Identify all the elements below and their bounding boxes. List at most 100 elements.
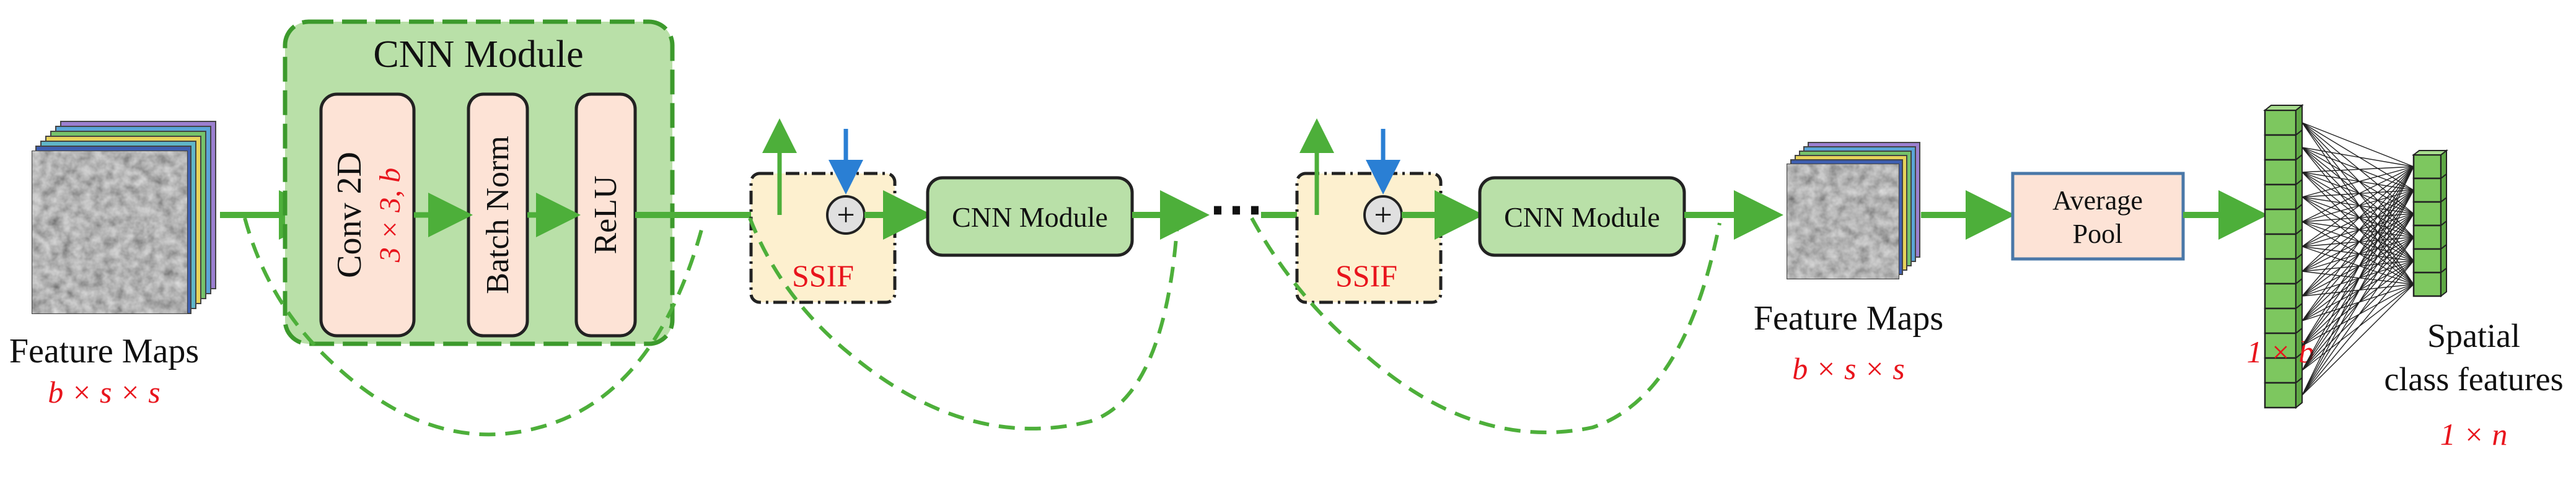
average-pool-line1: Average	[2052, 185, 2143, 216]
cnn-module-block-1-label: CNN Module	[952, 201, 1108, 233]
feature-map-stack-image	[32, 121, 216, 314]
vector-1xb-cells	[2263, 103, 2304, 409]
vector-1xn-cell	[2412, 271, 2442, 297]
fc-connection-line	[2301, 221, 2414, 261]
fc-connection-line	[2301, 166, 2414, 272]
fc-connection-line	[2301, 284, 2414, 322]
cnn-module-block-2-label: CNN Module	[1504, 201, 1660, 233]
output-maps-dims: b × s × s	[1792, 351, 1904, 386]
vector-1xn-cells	[2412, 149, 2448, 298]
skip-connection-1	[243, 217, 705, 437]
cnn-module-expanded: CNN Module Conv 2D 3 × 3, b Batch Norm R…	[283, 19, 675, 346]
vector-1xb-cell	[2264, 282, 2297, 310]
vector-1xb-cell	[2264, 382, 2297, 409]
vector-1xb-cell	[2264, 109, 2297, 136]
spatial-class-features-line1: Spatial	[2427, 317, 2520, 354]
fc-connection-line	[2301, 166, 2414, 173]
fc-connection-line	[2301, 166, 2414, 247]
fc-connection-line	[2301, 213, 2414, 247]
fc-connection-line	[2301, 213, 2414, 222]
conv2d-param: 3 × 3, b	[374, 168, 407, 263]
fc-connection-line	[2301, 147, 2414, 261]
vector-1xn-cell	[2412, 154, 2442, 180]
vector-1xb-cell	[2264, 258, 2297, 285]
vector-1xb-cell	[2264, 357, 2297, 384]
fc-connection-line	[2301, 213, 2414, 396]
skip-connection-2	[748, 217, 1179, 431]
vector-1xb-cell	[2264, 134, 2297, 161]
fc-connection-line	[2301, 221, 2414, 285]
fc-connection-line	[2301, 284, 2414, 346]
fc-connection-line	[2301, 260, 2414, 322]
fully-connected-lines	[2301, 122, 2414, 396]
ssif1-plus-icon: +	[837, 198, 855, 233]
cnn-module-block-2: CNN Module	[1478, 176, 1686, 257]
fc-connection-line	[2301, 196, 2414, 214]
fc-connection-line	[2301, 166, 2414, 322]
fc-connection-line	[2301, 284, 2414, 396]
average-pool-line2: Pool	[2073, 219, 2123, 249]
vector-1xb-dims: 1 × b	[2247, 335, 2314, 369]
skip-connections	[243, 217, 1721, 437]
fc-connection-line	[2301, 147, 2414, 285]
fc-connection-line	[2301, 166, 2414, 396]
fc-connection-line	[2301, 190, 2414, 247]
output-feature-map-stack-image	[1787, 142, 1920, 279]
vector-1xb-cell	[2264, 307, 2297, 335]
fc-connection-line	[2301, 237, 2414, 247]
fc-connection-line	[2301, 147, 2414, 214]
spatial-class-features-line2: class features	[2384, 361, 2563, 398]
vector-1xb-cell	[2264, 208, 2297, 235]
fc-connection-line	[2301, 122, 2414, 261]
fc-connection-line	[2301, 196, 2414, 285]
fc-connection-line	[2301, 166, 2414, 222]
cnn-module-block-1: CNN Module	[926, 176, 1134, 257]
vector-1xn-cell-side	[2440, 266, 2447, 298]
relu-label: ReLU	[588, 175, 623, 254]
fc-connection-line	[2301, 122, 2414, 285]
fc-connection-line	[2301, 166, 2414, 198]
fc-connection-line	[2301, 172, 2414, 191]
fc-connection-line	[2301, 147, 2414, 191]
fc-connection-line	[2301, 172, 2414, 261]
fc-connection-line	[2301, 237, 2414, 396]
fc-connection-line	[2301, 246, 2414, 261]
fc-connection-line	[2301, 237, 2414, 272]
fc-connection-line	[2301, 260, 2414, 297]
fc-connection-line	[2301, 213, 2414, 272]
ssif2-label: SSIF	[1335, 258, 1397, 293]
ssif1-label: SSIF	[792, 258, 854, 293]
fc-connection-line	[2301, 166, 2414, 346]
vector-1xn-cell	[2412, 201, 2442, 227]
fc-connection-line	[2301, 221, 2414, 238]
vector-1xb-cell	[2264, 233, 2297, 260]
vector-1xn-dims: 1 × n	[2440, 417, 2508, 452]
fc-connection-line	[2301, 260, 2414, 272]
fc-connection-line	[2301, 147, 2414, 238]
ssif-block-2: + SSIF	[1295, 118, 1443, 304]
vector-1xn-cell	[2412, 248, 2442, 274]
vector-1xn-top	[2412, 150, 2448, 155]
average-pool-block: Average Pool	[2011, 172, 2185, 261]
fc-connection-line	[2301, 172, 2414, 285]
vector-1xb-top	[2263, 105, 2304, 111]
vector-1xn-cell	[2412, 224, 2442, 250]
fc-connection-line	[2301, 147, 2414, 167]
fc-connection-line	[2301, 190, 2414, 198]
fc-connection-line	[2301, 196, 2414, 238]
fc-connection-line	[2301, 190, 2414, 222]
output-maps-label: Feature Maps	[1754, 299, 1943, 338]
batchnorm-label: Batch Norm	[480, 136, 516, 294]
input-label: Feature Maps	[9, 332, 199, 370]
fc-connection-line	[2301, 190, 2414, 396]
fc-connection-line	[2301, 196, 2414, 261]
fc-connection-line	[2301, 271, 2414, 285]
output-feature-maps: Feature Maps b × s × s	[1754, 142, 1943, 386]
input-feature-maps: Feature Maps b × s × s	[9, 121, 216, 409]
vector-1xb-cell	[2264, 183, 2297, 211]
vector-1xb-cell	[2264, 159, 2297, 186]
fc-connection-line	[2301, 122, 2414, 167]
cnn-module-title: CNN Module	[373, 33, 583, 76]
fc-connection-line	[2301, 166, 2414, 371]
